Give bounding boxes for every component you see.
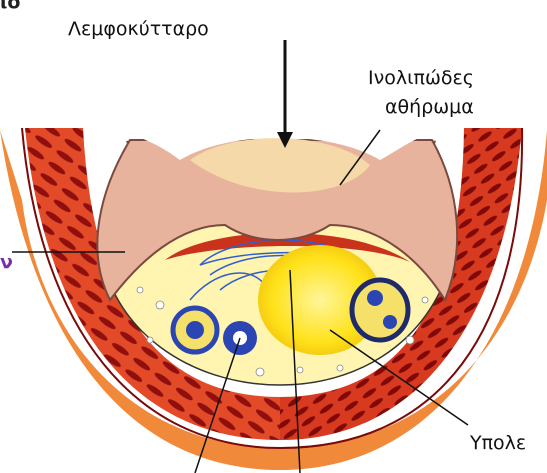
fibrous-atheroma-label-line1: Ινολιπώδες (368, 68, 474, 90)
lymphocyte-label: Λεμφοκύτταρο (68, 19, 209, 41)
sub-cut-label: Υπολε (470, 433, 526, 455)
foam-cell-left (173, 308, 217, 352)
top-left-fragment-label: ιο (0, 0, 20, 14)
left-fragment-label: ν (0, 252, 13, 274)
fibrous-atheroma-label-line2: αθήρωμα (385, 97, 474, 119)
foam-cell-right (352, 280, 408, 340)
